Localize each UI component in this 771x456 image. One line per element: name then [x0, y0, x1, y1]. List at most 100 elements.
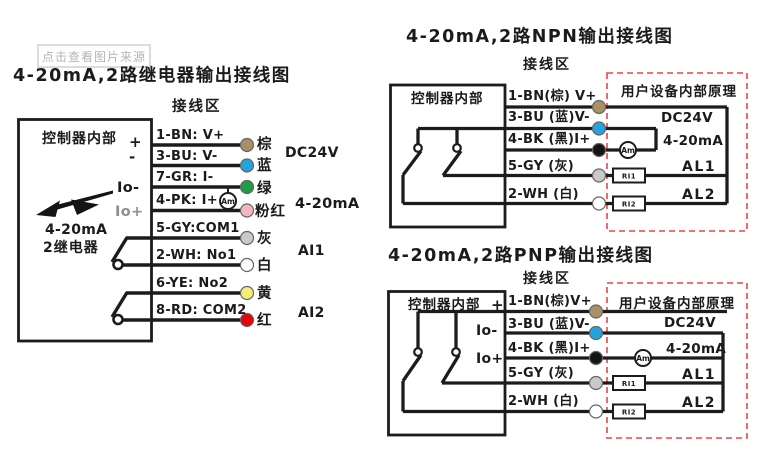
pnp-controller-label: 控制器内部 [408, 297, 481, 313]
relay-out2-label: AI2 [298, 305, 325, 321]
relay-terminal-label-2: 3-BU: V- [156, 149, 218, 164]
pnp-terminal-area-label: 接线区 [523, 271, 571, 287]
relay-wires [122, 143, 247, 322]
relay-terminal-label-7: 6-YE: No2 [156, 276, 229, 291]
pnp-switch2-blade [440, 354, 461, 384]
pnp-terminal-label-5: 2-WH (白) [508, 394, 579, 409]
pnp-switch1-contact [413, 347, 423, 357]
npn-switch2-contact [452, 143, 462, 153]
relay-controller-label: 控制器内部 [42, 131, 117, 147]
relay-terminal-area-label: 接线区 [172, 99, 222, 115]
relay-relays-label: 2继电器 [43, 240, 99, 256]
relay2-contact-pivot [112, 313, 124, 326]
ammeter-label: Am [621, 146, 635, 155]
npn-terminal-label-2: 3-BU (蓝)V- [508, 110, 590, 125]
pnp-terminal-label-1: 1-BN(棕)V+ [508, 294, 592, 309]
watermark-badge[interactable]: 点击查看图片来源 [37, 44, 151, 68]
pnp-terminal-label-2: 3-BU (蓝)V- [508, 317, 590, 332]
relay-controller-box [17, 118, 153, 343]
resistor-box-ri1 [612, 375, 646, 391]
pnp-controller-box [387, 290, 507, 437]
npn-diagram-linework: Am RI1 RI2 [389, 72, 748, 232]
pnp-switch2-contact [451, 347, 461, 357]
terminal-dot-blue [591, 121, 607, 136]
relay-plus-label: + [129, 133, 142, 151]
resistor-box-ri2 [612, 195, 646, 212]
npn-loop-label: 4-20mA [663, 133, 724, 149]
terminal-dot-white [588, 404, 604, 419]
pnp-terminal-dots [588, 304, 604, 419]
npn-out2-label: AL2 [682, 186, 716, 203]
pnp-out1-label: AL1 [682, 367, 716, 383]
pnp-terminal-label-4: 5-GY (灰) [508, 366, 575, 381]
pnp-plus-label: + [491, 296, 504, 314]
pnp-io-minus-label: Io- [476, 323, 498, 339]
relay-minus-label: - [129, 148, 136, 166]
relay1-contact-pivot [112, 258, 124, 271]
relay-loop-label: 4-20mA [295, 196, 360, 212]
npn-user-device-label: 用户设备内部原理 [621, 84, 737, 100]
terminal-dot-white [239, 257, 255, 273]
relay-terminal-label-1: 1-BN: V+ [156, 128, 225, 143]
terminal-dot-green [239, 179, 255, 195]
npn-terminal-label-5: 2-WH (白) [508, 187, 579, 202]
terminal-dot-black [591, 142, 607, 158]
pnp-user-device-label: 用户设备内部原理 [619, 296, 735, 312]
relay2-contact-blade [110, 291, 129, 318]
wire-color-name-gray: 灰 [257, 231, 273, 247]
ammeter-label: Am [636, 354, 650, 363]
relay-out1-label: AI1 [298, 243, 325, 259]
relay-power-label: DC24V [285, 145, 339, 161]
terminal-dot-red [239, 312, 255, 328]
wire-color-name-pink: 粉红 [255, 204, 286, 220]
wire-color-name-brown: 棕 [257, 137, 273, 153]
pnp-diagram-title: 4-20mA,2路PNP输出接线图 [388, 246, 654, 266]
pnp-terminal-label-3: 4-BK (黑)I+ [508, 341, 591, 356]
terminal-dot-white [591, 196, 607, 211]
wire-color-name-white: 白 [257, 258, 273, 274]
relay-terminal-label-3: 7-GR: I- [156, 170, 214, 185]
npn-switch1-contact [413, 143, 423, 153]
terminal-dot-brown [588, 304, 604, 319]
resistor-ri2-label: RI2 [622, 200, 636, 208]
pnp-diagram-linework: Am RI1 RI2 [387, 282, 748, 439]
resistor-ri1-label: RI1 [622, 380, 636, 388]
npn-power-label: DC24V [661, 110, 713, 126]
ammeter-icon [219, 192, 237, 210]
resistor-ri1-label: RI1 [622, 172, 636, 180]
pnp-user-device-box [606, 282, 748, 439]
resistor-box-ri2 [612, 403, 646, 420]
wire-color-name-red: 红 [257, 313, 273, 329]
wire-color-name-green: 绿 [257, 181, 273, 197]
relay-terminal-label-4: 4-PK: I+ [156, 193, 218, 208]
npn-controller-label: 控制器内部 [411, 91, 484, 107]
relay-terminal-label-8: 8-RD: COM2 [156, 303, 247, 318]
relay-diagram-title: 4-20mA,2路继电器输出接线图 [13, 66, 291, 86]
relay-diagram-linework: Am [17, 118, 255, 343]
npn-terminal-label-1: 1-BN(棕) V+ [508, 89, 597, 104]
npn-switch2-blade [441, 150, 463, 177]
terminal-dot-black [588, 350, 604, 366]
npn-diagram-title: 4-20mA,2路NPN输出接线图 [406, 27, 674, 47]
relay-io-minus-label: Io- [117, 180, 140, 196]
npn-out1-label: AL1 [682, 159, 716, 175]
npn-terminal-area-label: 接线区 [523, 57, 571, 73]
terminal-dot-pink [239, 203, 255, 218]
npn-terminal-dots [591, 99, 607, 211]
pnp-loop-label: 4-20mA [666, 341, 727, 357]
wire-color-name-blue: 蓝 [257, 158, 273, 174]
terminal-dot-gray [588, 375, 604, 391]
terminal-dot-gray [239, 230, 255, 246]
npn-wires [401, 105, 729, 206]
relay-io-plus-label: Io+ [115, 204, 144, 220]
pnp-power-label: DC24V [664, 315, 716, 331]
pnp-wires [401, 309, 727, 414]
relay-terminal-label-6: 2-WH: No1 [156, 248, 237, 263]
meter-needle-icon [36, 190, 113, 217]
resistor-box-ri1 [612, 167, 646, 184]
npn-terminal-label-3: 4-BK (黑)I+ [508, 131, 591, 147]
relay-sensor-label: 4-20mA [45, 222, 108, 238]
ammeter-icon [619, 141, 637, 159]
